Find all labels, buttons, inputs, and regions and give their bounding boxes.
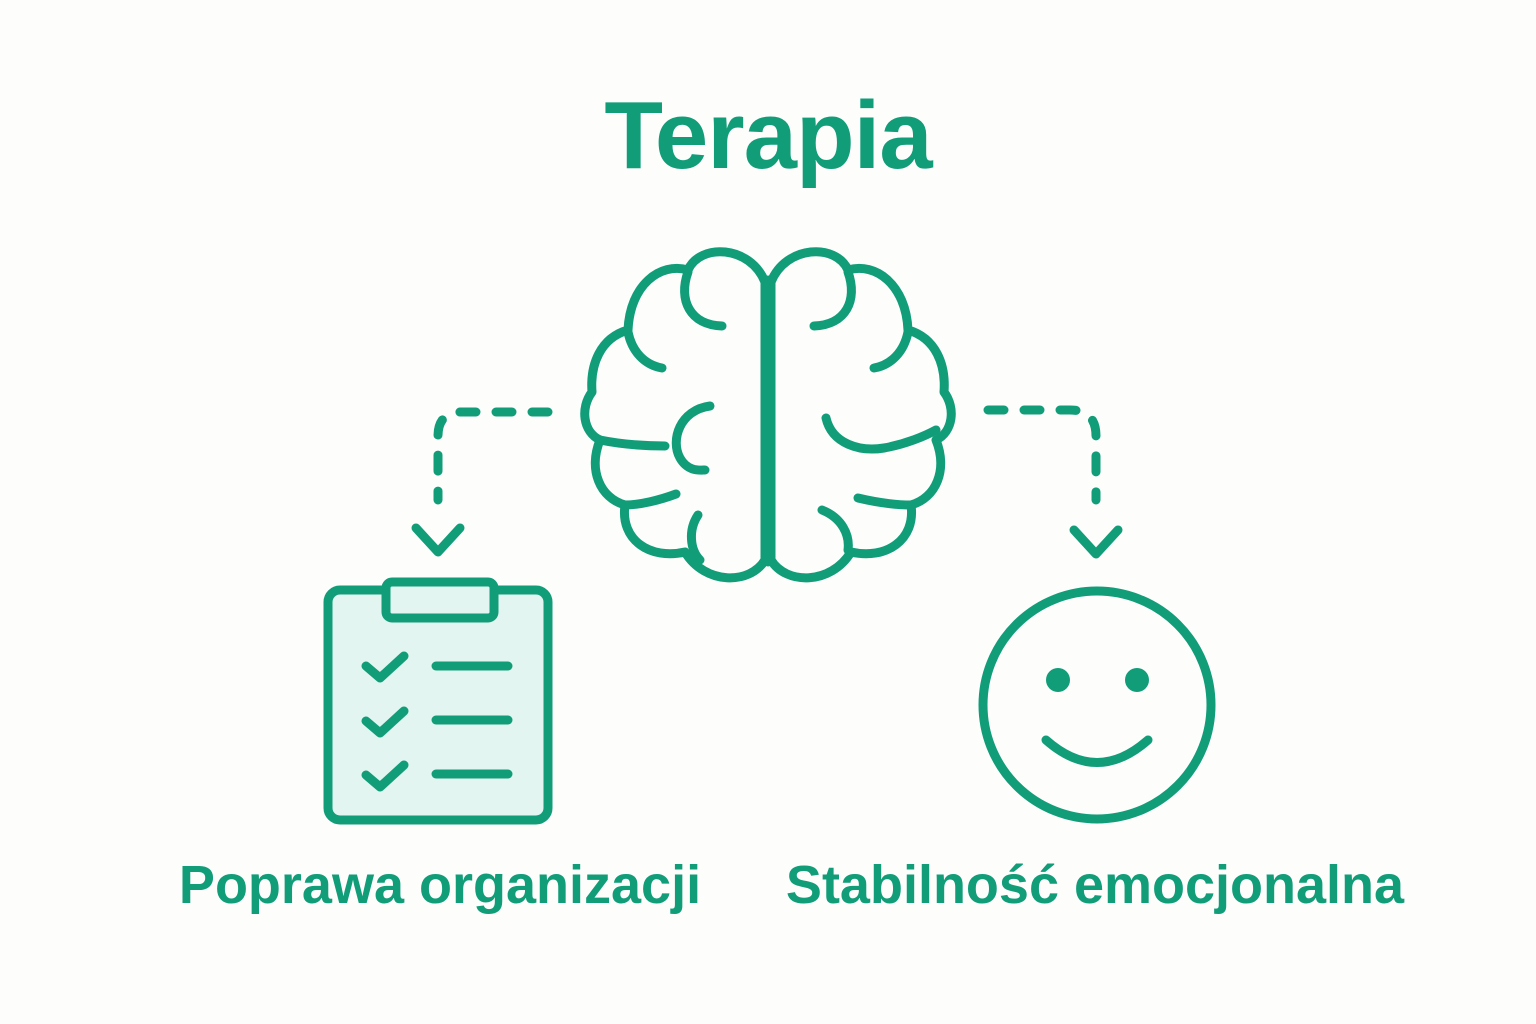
right-dashed-arrow [983,405,1123,559]
check-icon [361,651,409,683]
emotional-stability-label: Stabilność emocjonalna [785,855,1405,915]
smiley-face-icon [978,586,1216,824]
diagram-title: Terapia [604,82,932,189]
brain-icon [580,247,956,583]
check-icon [361,706,409,738]
clipboard-checklist-icon [323,577,553,825]
check-icon [361,760,409,792]
left-dashed-arrow [411,407,553,557]
organization-label: Poprawa organizacji [178,855,702,915]
